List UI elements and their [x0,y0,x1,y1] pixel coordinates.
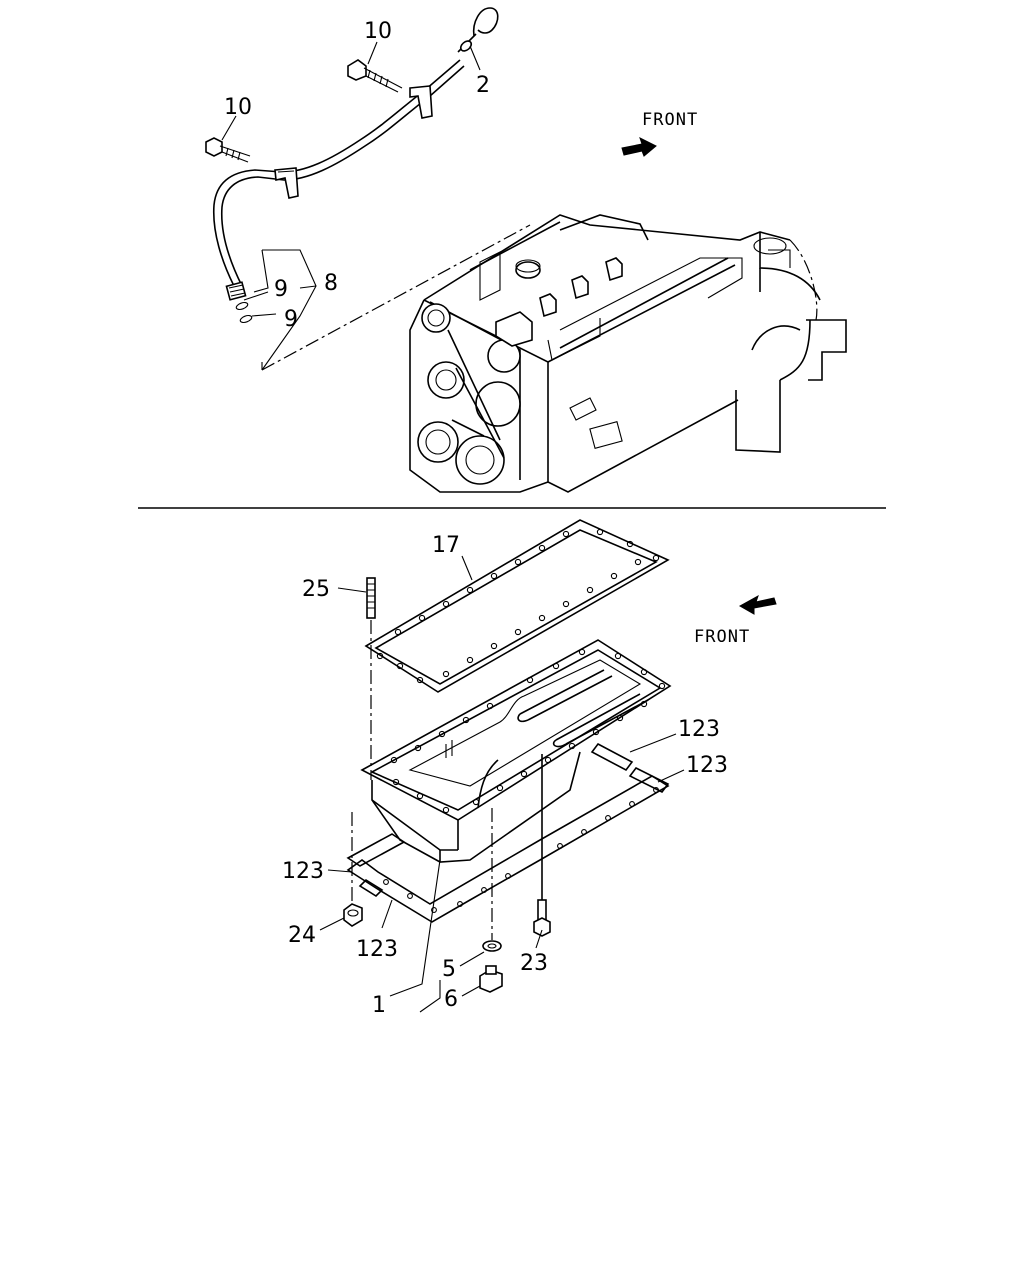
callout-25: 25 [302,577,330,602]
bolt-lower [205,137,251,163]
callout-9-lower: 9 [284,307,298,332]
callout-1: 1 [372,993,386,1018]
callout-8: 8 [324,271,338,296]
callout-123-d: 123 [356,937,398,962]
callout-6: 6 [444,987,458,1012]
front-label-upper: FRONT [642,110,698,130]
upper-assembly: FRONT [205,7,847,493]
callout-17: 17 [432,533,460,558]
tube-bracket-lower [274,167,299,199]
o-rings [235,301,253,324]
callout-9-upper: 9 [274,277,288,302]
front-arrow-lower [738,594,777,615]
dipstick-handle [457,7,499,53]
front-label-lower: FRONT [694,627,750,647]
callout-123-c: 123 [282,859,324,884]
centerline-dipstick [261,224,531,371]
callout-10-lower: 10 [224,95,252,120]
bolt-upper [347,59,403,93]
drain-washer [482,940,502,952]
callout-123-a: 123 [678,717,720,742]
drain-plug [479,965,503,993]
engine-block [409,214,847,493]
callout-23: 23 [520,951,548,976]
callout-10-upper: 10 [364,19,392,44]
tube-bracket-upper [409,85,433,119]
oil-pan-gasket [364,519,670,693]
callout-labels: 10 10 2 8 9 9 17 25 123 123 123 123 24 5… [224,19,728,1018]
front-arrow-upper [621,137,657,157]
stud [366,577,376,780]
lower-assembly: FRONT [343,519,777,993]
callout-5: 5 [442,957,456,982]
nut [343,903,363,927]
callout-24: 24 [288,923,316,948]
pan-bolt [533,899,551,937]
callout-123-b: 123 [686,753,728,778]
callout-2: 2 [476,73,490,98]
leader-lines [221,41,685,1013]
